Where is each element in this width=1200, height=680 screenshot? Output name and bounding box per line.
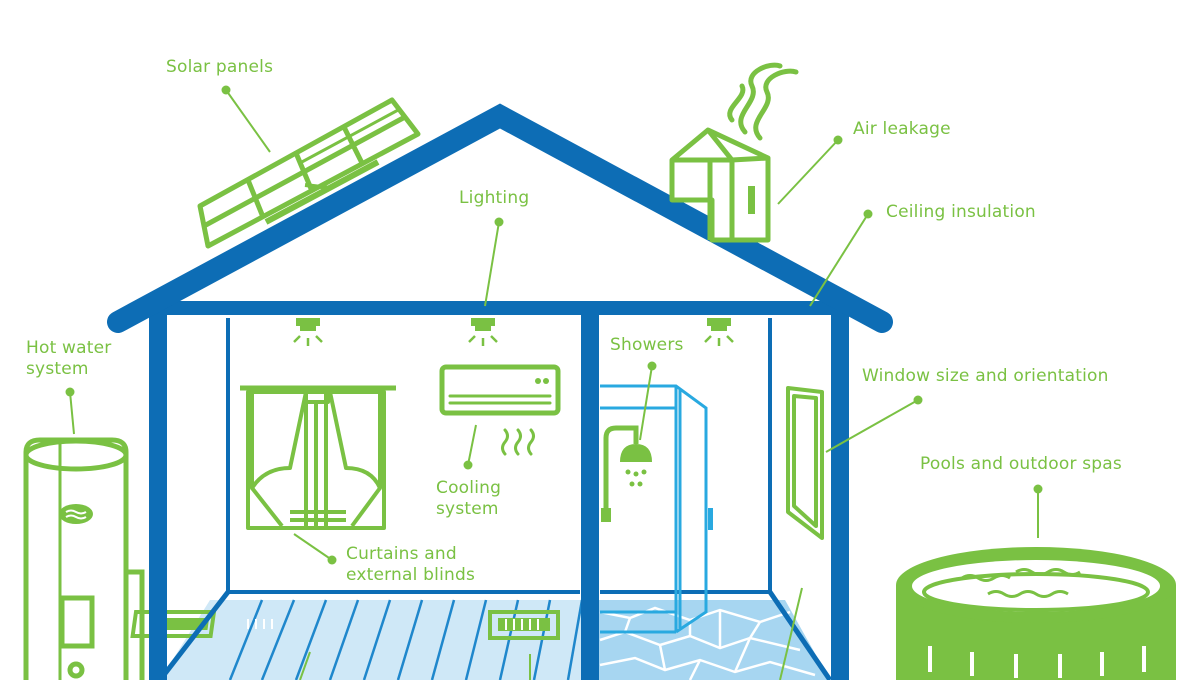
downlight-icon bbox=[293, 318, 323, 346]
tiled-floor bbox=[595, 600, 830, 680]
solar-panel-icon bbox=[197, 97, 421, 249]
label-hot-water-system: Hot water system bbox=[26, 338, 112, 379]
label-cooling-system: Cooling system bbox=[436, 478, 502, 519]
label-pools-spas: Pools and outdoor spas bbox=[920, 454, 1122, 474]
shower-head-icon bbox=[601, 425, 652, 522]
chimney-icon bbox=[669, 127, 771, 243]
curtains-icon bbox=[240, 385, 396, 530]
leader-lines bbox=[65, 85, 1043, 680]
label-air-leakage: Air leakage bbox=[853, 119, 951, 139]
floor-vent-icon bbox=[130, 610, 273, 638]
smoke-icon bbox=[727, 62, 799, 141]
floor-vent-icon bbox=[488, 610, 560, 640]
window-icon bbox=[786, 386, 824, 540]
hot-water-tank-icon bbox=[23, 437, 145, 680]
label-showers: Showers bbox=[610, 335, 684, 355]
label-curtains-blinds: Curtains and external blinds bbox=[346, 544, 476, 585]
shower-screen-icon bbox=[600, 384, 713, 634]
downlight-icon bbox=[468, 318, 498, 346]
label-lighting: Lighting bbox=[459, 188, 530, 208]
spa-pool-icon bbox=[896, 547, 1176, 680]
house-frame bbox=[107, 103, 893, 680]
label-solar-panels: Solar panels bbox=[166, 57, 274, 77]
downlight-icon bbox=[704, 318, 734, 346]
air-conditioner-icon bbox=[439, 364, 561, 456]
label-ceiling-insulation: Ceiling insulation bbox=[886, 202, 1036, 222]
label-window-size: Window size and orientation bbox=[862, 366, 1109, 386]
